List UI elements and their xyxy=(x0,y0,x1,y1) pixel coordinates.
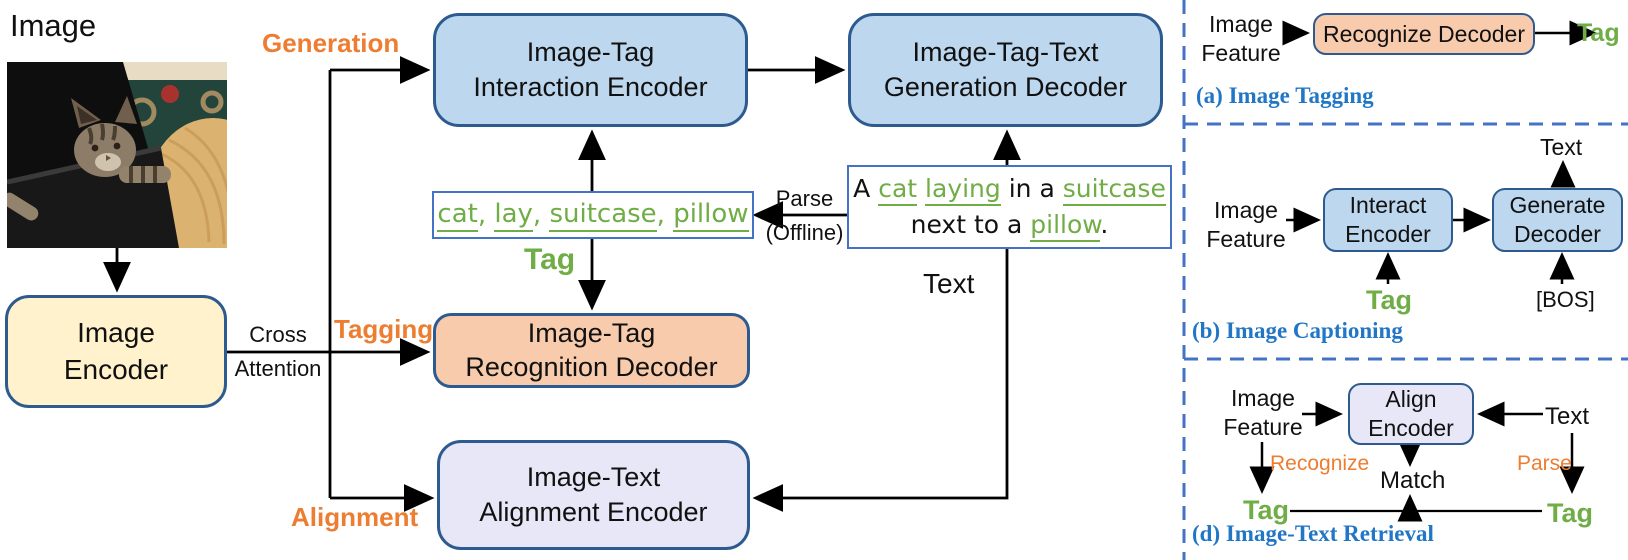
image-encoder-line1: Image xyxy=(77,317,155,349)
d-align-line2: Encoder xyxy=(1368,415,1454,441)
a-recognize-decoder-box: Recognize Decoder xyxy=(1313,13,1535,55)
b-generate-line1: Generate xyxy=(1509,192,1606,219)
d-image-feature-label: Image Feature xyxy=(1218,384,1308,442)
text-label: Text xyxy=(923,268,975,299)
b-generate-line2: Decoder xyxy=(1514,221,1601,247)
a-image-feature-label: Image Feature xyxy=(1195,10,1287,68)
d-recognize-label: Recognize xyxy=(1270,452,1370,475)
generation-decoder-line2: Generation Decoder xyxy=(883,72,1128,102)
alignment-encoder-box: Image-Text Alignment Encoder xyxy=(437,440,750,550)
generation-decoder-box: Image-Tag-Text Generation Decoder xyxy=(848,13,1163,127)
image-encoder-box: Image Encoder xyxy=(5,295,227,408)
d-image-feature-line2: Feature xyxy=(1223,413,1303,440)
d-tag-left-label: Tag xyxy=(1243,495,1289,525)
d-text-label: Text xyxy=(1545,403,1590,430)
image-label: Image xyxy=(10,8,97,43)
recognition-decoder-line1: Image-Tag xyxy=(527,317,656,348)
parse-label-line2: (Offline) xyxy=(765,220,844,245)
d-match-label: Match xyxy=(1380,467,1446,494)
a-image-feature-line1: Image xyxy=(1209,11,1273,37)
cross-label-line2: Attention xyxy=(234,356,322,381)
interaction-encoder-line1: Image-Tag xyxy=(526,36,655,67)
tag-label: Tag xyxy=(524,243,576,276)
interaction-encoder-box: Image-Tag Interaction Encoder xyxy=(433,13,748,127)
b-interact-line1: Interact xyxy=(1349,192,1427,219)
generation-decoder-line1: Image-Tag-Text xyxy=(912,36,1099,67)
d-tag-right-label: Tag xyxy=(1547,498,1593,528)
alignment-encoder-line1: Image-Text xyxy=(526,461,661,492)
b-image-feature-line2: Feature xyxy=(1206,225,1286,252)
cross-attention-label: Cross Attention xyxy=(228,324,328,380)
tagging-branch-label: Tagging xyxy=(334,314,434,344)
d-align-line1: Align xyxy=(1385,386,1437,413)
d-align-encoder-box: Align Encoder xyxy=(1348,383,1474,445)
parse-label-line1: Parse xyxy=(775,186,834,211)
b-interact-encoder-box: Interact Encoder xyxy=(1323,188,1453,252)
image-encoder-line2: Encoder xyxy=(63,353,169,385)
generation-branch-label: Generation xyxy=(262,28,400,58)
b-bos-label: [BOS] xyxy=(1536,287,1595,312)
alignment-encoder-line2: Alignment Encoder xyxy=(479,497,708,527)
a-caption: (a) Image Tagging xyxy=(1196,83,1374,108)
d-parse-label: Parse xyxy=(1517,452,1572,475)
b-tag-label: Tag xyxy=(1366,285,1412,315)
a-image-feature-line2: Feature xyxy=(1201,39,1281,66)
recognition-decoder-line2: Recognition Decoder xyxy=(465,351,718,382)
interaction-encoder-line2: Interaction Encoder xyxy=(473,72,708,102)
parse-offline-label: Parse (Offline) xyxy=(757,188,852,244)
recognition-decoder-box: Image-Tag Recognition Decoder xyxy=(433,313,750,388)
d-caption: (d) Image-Text Retrieval xyxy=(1192,521,1434,546)
b-text-label: Text xyxy=(1540,134,1583,160)
cat-photo xyxy=(7,62,227,248)
b-image-feature-line1: Image xyxy=(1214,197,1278,223)
b-generate-decoder-box: Generate Decoder xyxy=(1492,188,1623,252)
kitten xyxy=(7,96,171,221)
a-tag-label: Tag xyxy=(1577,19,1620,47)
b-interact-line2: Encoder xyxy=(1345,221,1431,247)
b-caption: (b) Image Captioning xyxy=(1192,318,1403,343)
alignment-branch-label: Alignment xyxy=(291,502,419,532)
tag-box: cat, lay, suitcase, pillow xyxy=(432,191,754,239)
b-image-feature-label: Image Feature xyxy=(1200,196,1292,254)
d-image-feature-line1: Image xyxy=(1231,385,1295,411)
cross-label-line1: Cross xyxy=(249,322,307,347)
